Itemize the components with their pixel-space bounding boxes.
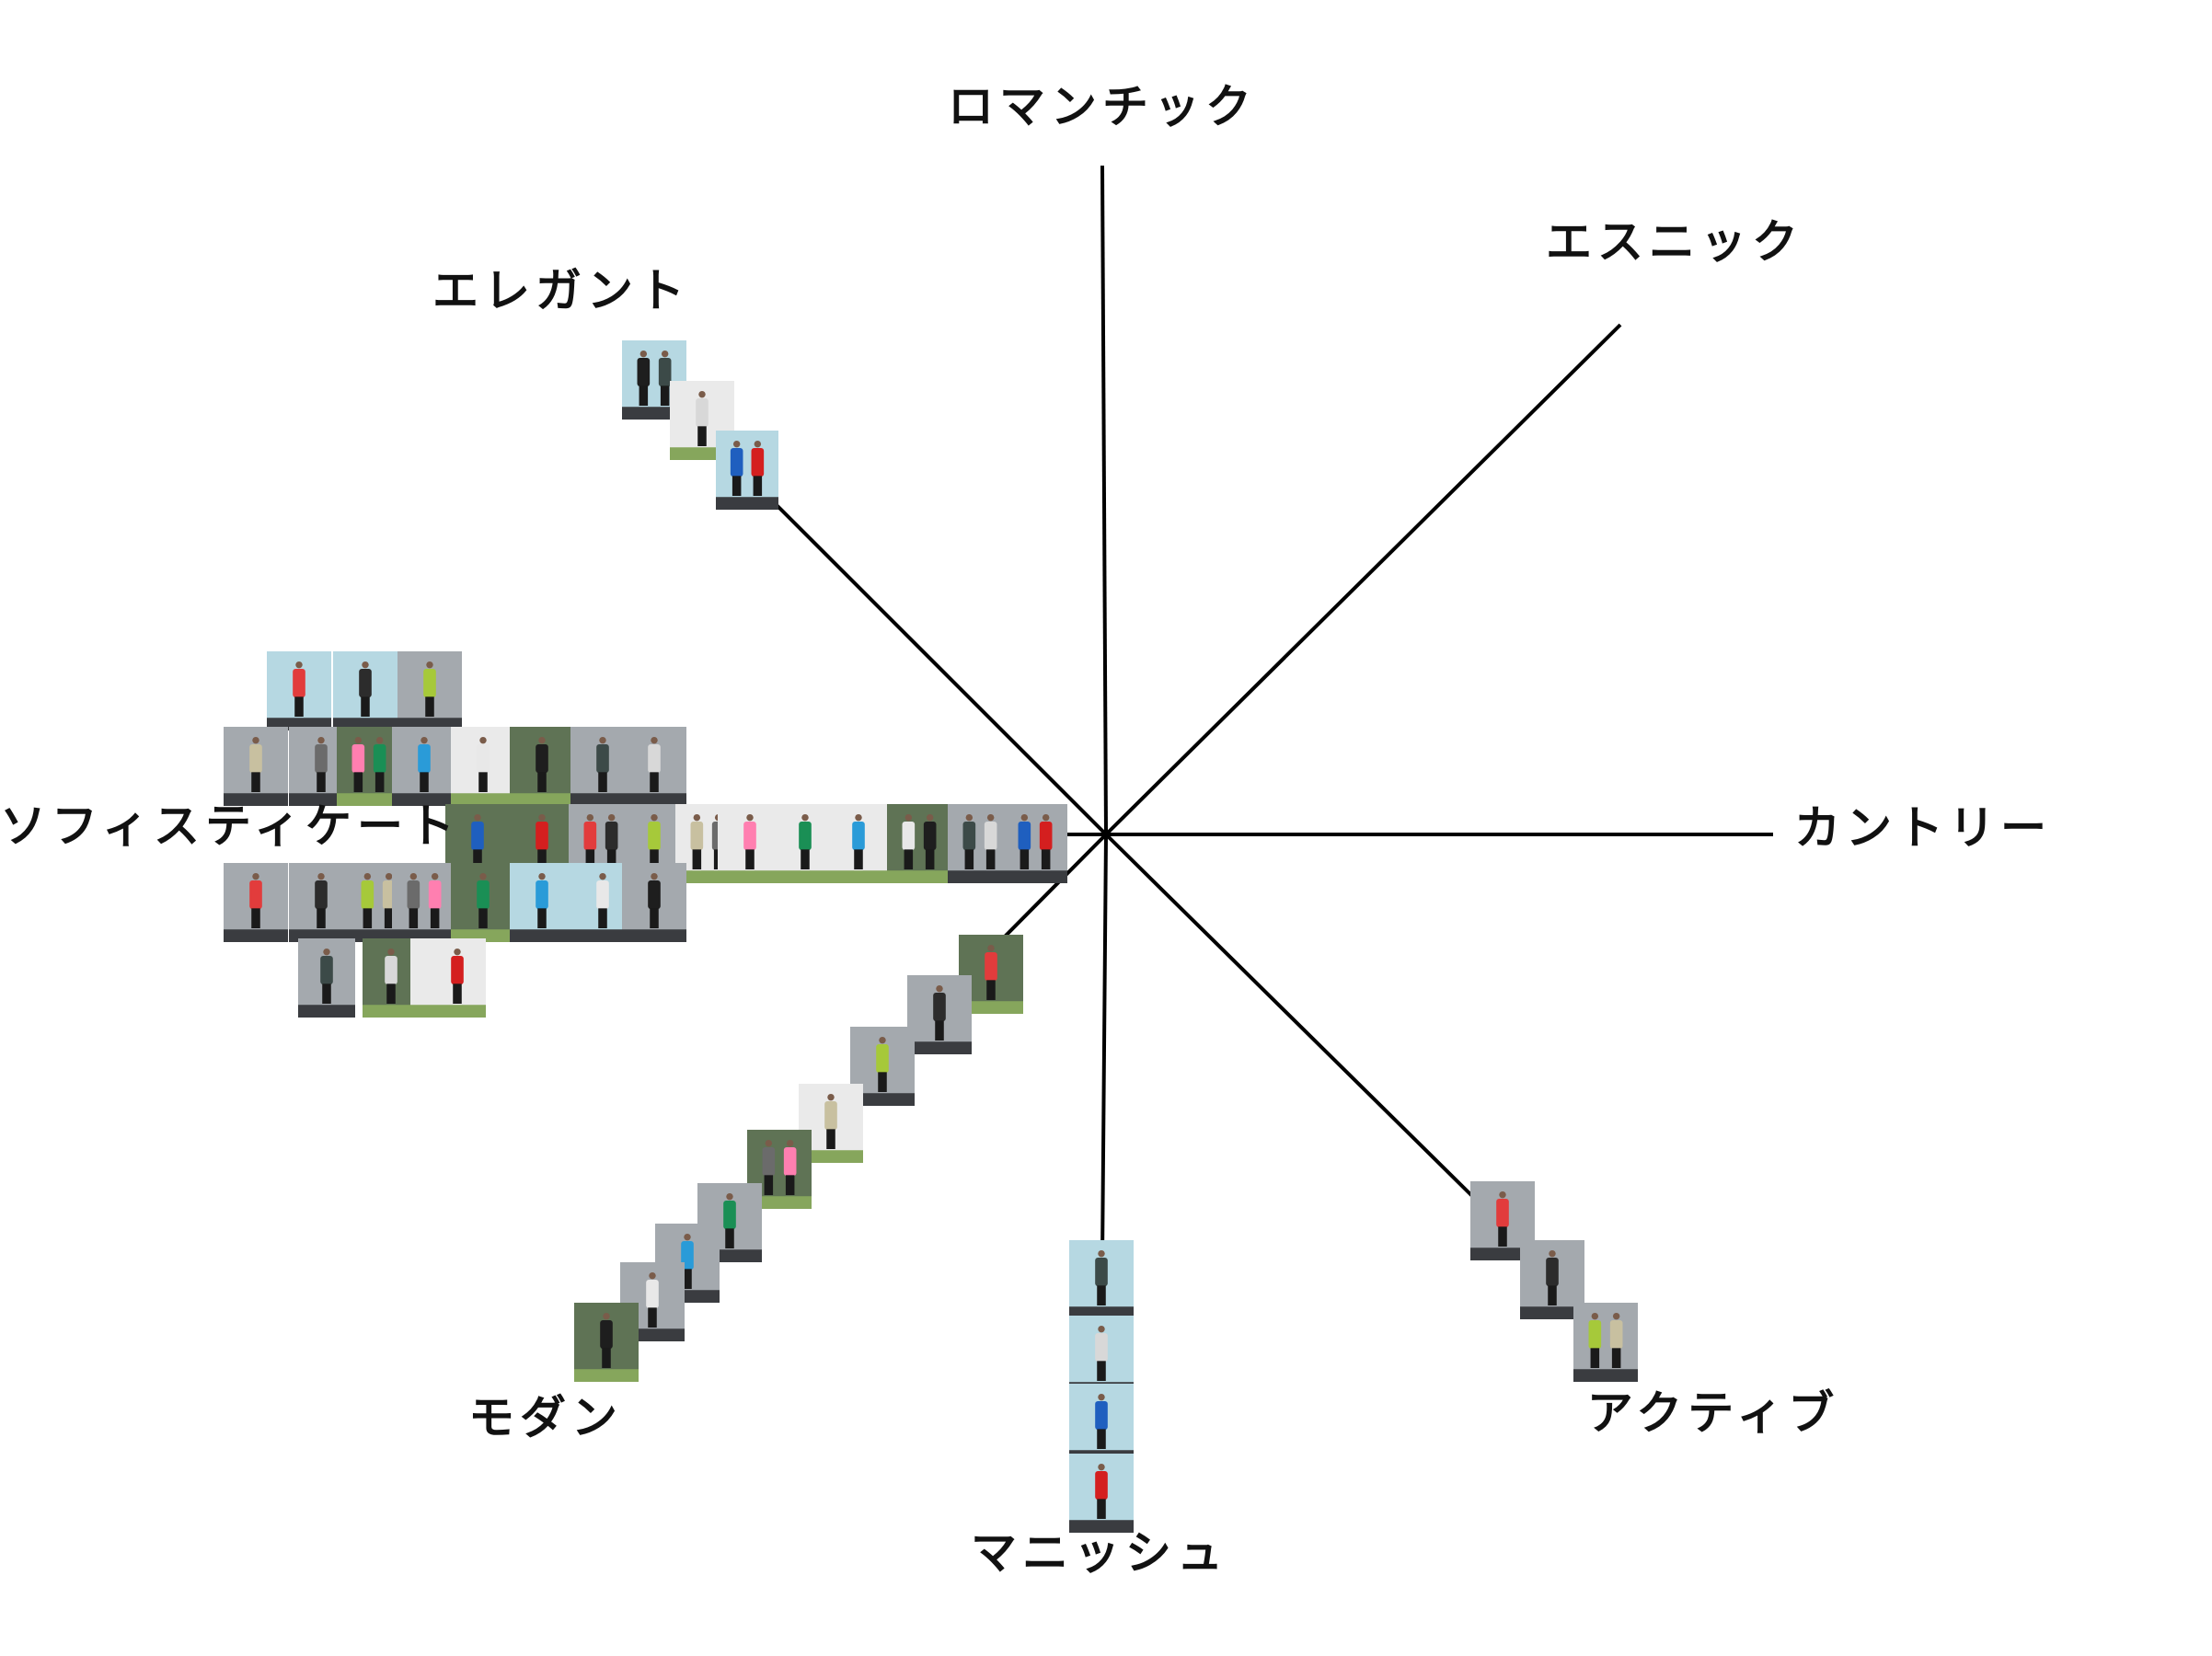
outfit-photo-sophisticated — [510, 863, 574, 942]
outfit-photo-sophisticated — [510, 727, 574, 806]
outfit-photo-mannish — [1069, 1316, 1134, 1395]
labels-layer: ロマンチック エスニック カントリー アクティブ マニッシュ モダン ソフィステ… — [0, 80, 2052, 1580]
axis-label-elegant: エレガント — [432, 264, 690, 317]
axis-line-elegant — [775, 503, 1108, 836]
axis-line-romantic — [1100, 165, 1108, 835]
axis-line-active — [1104, 833, 1474, 1198]
axis-label-modern: モダン — [468, 1391, 623, 1444]
outfit-photo-active — [1470, 1181, 1535, 1260]
outfit-photo-modern — [907, 975, 972, 1054]
axis-label-sophisticated: ソフィスティケート — [0, 799, 460, 853]
outfit-photo-modern — [799, 1084, 863, 1163]
axes-layer — [775, 165, 1773, 1261]
outfit-photo-sophisticated — [289, 863, 353, 942]
axis-label-mannish: マニッシュ — [971, 1526, 1228, 1580]
outfit-photo-sophisticated — [887, 804, 951, 883]
outfit-photo-sophisticated — [224, 863, 288, 942]
outfit-photo-modern — [574, 1303, 639, 1382]
axis-line-ethnic — [1104, 323, 1622, 836]
axis-label-country: カントリー — [1794, 801, 2052, 855]
outfit-photo-mannish — [1069, 1240, 1134, 1319]
axis-label-romantic: ロマンチック — [948, 80, 1257, 133]
outfit-photo-sophisticated — [392, 727, 456, 806]
outfit-photo-sophisticated — [718, 804, 782, 883]
outfit-photo-sophisticated — [429, 938, 486, 1018]
axis-label-active: アクティブ — [1587, 1386, 1840, 1440]
outfit-photo-sophisticated — [224, 727, 288, 806]
outfit-photo-sophisticated — [337, 727, 401, 806]
outfit-photo-mannish — [1069, 1454, 1134, 1533]
outfit-photo-sophisticated — [948, 804, 1012, 883]
axis-line-modern — [1001, 833, 1108, 940]
outfit-photo-sophisticated — [451, 727, 515, 806]
outfit-photo-mannish — [1069, 1384, 1134, 1463]
outfit-photo-sophisticated — [333, 651, 397, 730]
outfit-photo-sophisticated — [392, 863, 456, 942]
outfit-photo-sophisticated — [622, 863, 686, 942]
outfit-photo-active — [1573, 1303, 1638, 1382]
outfit-photo-sophisticated — [622, 727, 686, 806]
outfit-photo-sophisticated — [570, 863, 635, 942]
outfit-photo-sophisticated — [397, 651, 462, 730]
outfit-photo-elegant — [716, 431, 778, 510]
outfit-photo-sophisticated — [1003, 804, 1067, 883]
outfit-photo-sophisticated — [363, 938, 420, 1018]
axis-line-mannish — [1100, 834, 1108, 1261]
outfit-photo-elegant — [622, 340, 686, 420]
photos-layer — [224, 340, 1638, 1533]
outfit-photo-elegant — [670, 381, 734, 460]
outfit-photo-sophisticated — [451, 863, 515, 942]
outfit-photo-sophisticated — [267, 651, 331, 730]
axis-label-ethnic: エスニック — [1546, 215, 1803, 269]
outfit-photo-sophisticated — [298, 938, 355, 1018]
outfit-photo-sophisticated — [826, 804, 891, 883]
